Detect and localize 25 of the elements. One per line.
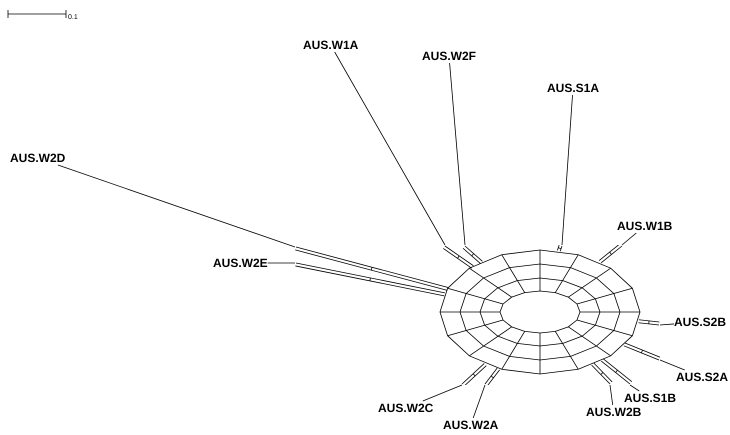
split-network-drawing (295, 245, 660, 385)
leaf-label: AUS.W2E (213, 256, 268, 270)
leaf-label: AUS.S1B (624, 391, 676, 405)
branch-line (334, 52, 446, 246)
branch-line (610, 384, 614, 406)
branch-line (472, 384, 486, 418)
leaf-label: AUS.W2D (10, 151, 66, 165)
leaf-label: AUS.S2B (674, 315, 726, 329)
leaf-label: AUS.W2A (443, 418, 498, 432)
branch-line (449, 62, 466, 246)
branch-line (58, 164, 296, 248)
leaf-label: AUS.W2F (422, 49, 476, 63)
branch-line (622, 232, 637, 246)
branch-line (660, 360, 686, 370)
branch-line (267, 262, 296, 264)
branch-line (422, 384, 462, 402)
branch-line (562, 94, 573, 246)
branch-line (630, 384, 640, 392)
leaf-label: AUS.S2A (676, 370, 728, 384)
leaf-label: AUS.W2B (586, 405, 642, 419)
leaf-label: AUS.W1A (303, 38, 358, 52)
leaf-label: AUS.W1B (617, 219, 672, 233)
branch-line (660, 324, 674, 326)
leaf-label: AUS.W2C (378, 401, 434, 415)
leaf-label: AUS.S1A (547, 81, 600, 95)
